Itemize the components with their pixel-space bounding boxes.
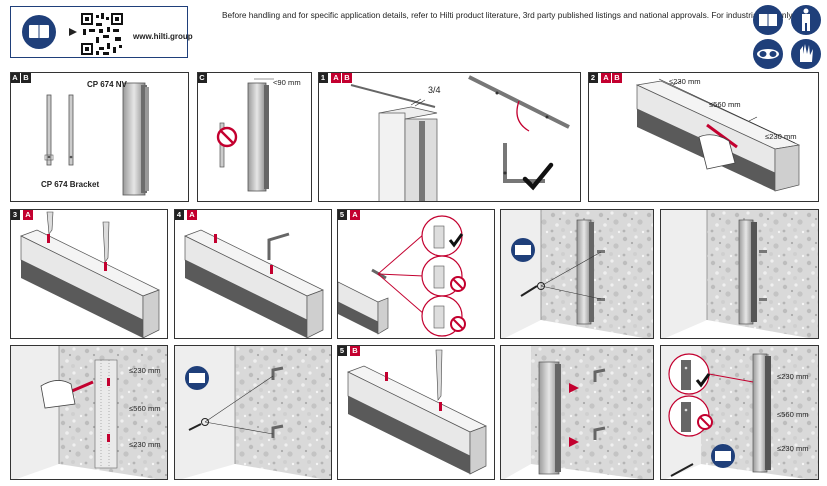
panel-step-1c: 1 C ≤230 mm ≤560 mm ≤230 mm (660, 345, 819, 480)
dim-230-bottom: ≤230 mm (765, 132, 797, 141)
tag-b: B (350, 346, 360, 356)
safety-icons (753, 5, 821, 69)
panel-step-5b: 5 B (337, 345, 495, 480)
checkmark-icon (522, 162, 554, 191)
panel-step-4a: 4 A (174, 209, 332, 339)
step-number: 3 (11, 210, 20, 220)
protective-suit-icon (791, 5, 821, 35)
panel-step-7a: 7 A (660, 209, 819, 339)
panel-step-3a: 3 A (10, 209, 168, 339)
tag-a: A (331, 73, 341, 83)
step-number: 5 (338, 346, 347, 356)
read-manual-icon (511, 238, 535, 262)
step-6b-drawing (501, 346, 653, 479)
cp674nv-profile (122, 82, 149, 196)
header-graphics (22, 13, 123, 55)
tag-b: B (342, 73, 352, 83)
header-brand-box: www.hilti.group (10, 6, 193, 58)
header-disclaimer: Before handling and for specific applica… (222, 10, 793, 20)
dim-230-bottom: ≤230 mm (129, 440, 161, 449)
prohibited-icon (450, 316, 466, 332)
tag-c: C (198, 73, 207, 83)
step-2-drawing (635, 78, 801, 192)
prohibited-icon (450, 276, 466, 292)
tag-b: B (612, 73, 622, 83)
panel-c-drawing (216, 78, 274, 192)
knife-icon (102, 221, 110, 263)
step-number: 4 (175, 210, 184, 220)
step-number: 1 (319, 73, 328, 83)
knife-icon (46, 211, 54, 235)
step-3a-drawing (20, 211, 160, 338)
label-cp674-bracket: CP 674 Bracket (41, 180, 100, 189)
dim-560: ≤560 mm (709, 100, 741, 109)
step-1-drawing (350, 75, 570, 201)
label-cp674-nv: CP 674 NV (87, 80, 127, 89)
step-number: 2 (589, 73, 598, 83)
step-6a-drawing (501, 210, 653, 338)
arrow-right-icon (69, 28, 77, 36)
dim-560: ≤560 mm (777, 410, 809, 419)
dim-230-bottom: ≤230 mm (777, 444, 809, 453)
qr-code-icon (81, 13, 123, 55)
protective-gloves-icon (791, 39, 821, 69)
dim-560: ≤560 mm (129, 404, 161, 413)
read-manual-icon (185, 366, 209, 390)
dim-230-top: ≤230 mm (777, 372, 809, 381)
prohibited-icon (697, 414, 713, 430)
read-manual-icon (753, 5, 783, 35)
step-7a-drawing (661, 210, 818, 338)
knife-icon (435, 349, 443, 401)
panel-step-1: 1 A B 3/4 (318, 72, 581, 202)
panel-step-6b: 6 B (500, 345, 654, 480)
components-drawing (44, 82, 149, 196)
read-manual-icon (711, 444, 735, 468)
dim-230-top: ≤230 mm (129, 366, 161, 375)
dim-230-top: ≤230 mm (669, 77, 701, 86)
tag-b: B (21, 73, 31, 83)
tag-a: A (601, 73, 611, 83)
tag-a: A (350, 210, 360, 220)
panel-step-6a: 6 A (500, 209, 654, 339)
dim-max-90: <90 mm (273, 78, 301, 87)
panel-step-4b: 4 B (174, 345, 332, 480)
step-5a-drawing (338, 215, 466, 337)
panel-step-5a: 5 A (337, 209, 495, 339)
bracket-drawing (44, 94, 74, 166)
step-3b-drawing (11, 346, 167, 479)
step-1c-drawing (661, 346, 818, 479)
step-number: 5 (338, 210, 347, 220)
tag-a: A (23, 210, 33, 220)
tag-a: A (11, 73, 20, 83)
website-link[interactable]: www.hilti.group (133, 32, 193, 41)
checkmark-icon (448, 233, 464, 248)
checkmark-icon (695, 373, 711, 388)
tag-a: A (187, 210, 197, 220)
measuring-tape (94, 359, 118, 469)
panel-step-2: 2 A B ≤230 mm ≤560 mm ≤230 mm (588, 72, 819, 202)
step-5b-drawing (347, 349, 487, 475)
panel-components: A B CP 674 NV CP 674 Bracket (10, 72, 189, 202)
panel-c-limit: C <90 mm (197, 72, 312, 202)
panel-step-3b: 3 B ≤230 mm ≤560 mm ≤230 mm (10, 345, 168, 480)
prohibited-icon (216, 126, 238, 148)
step-4a-drawing (184, 229, 324, 338)
step-4b-drawing (175, 346, 331, 479)
fraction-label: 3/4 (428, 85, 441, 95)
safety-goggles-icon (753, 39, 783, 69)
